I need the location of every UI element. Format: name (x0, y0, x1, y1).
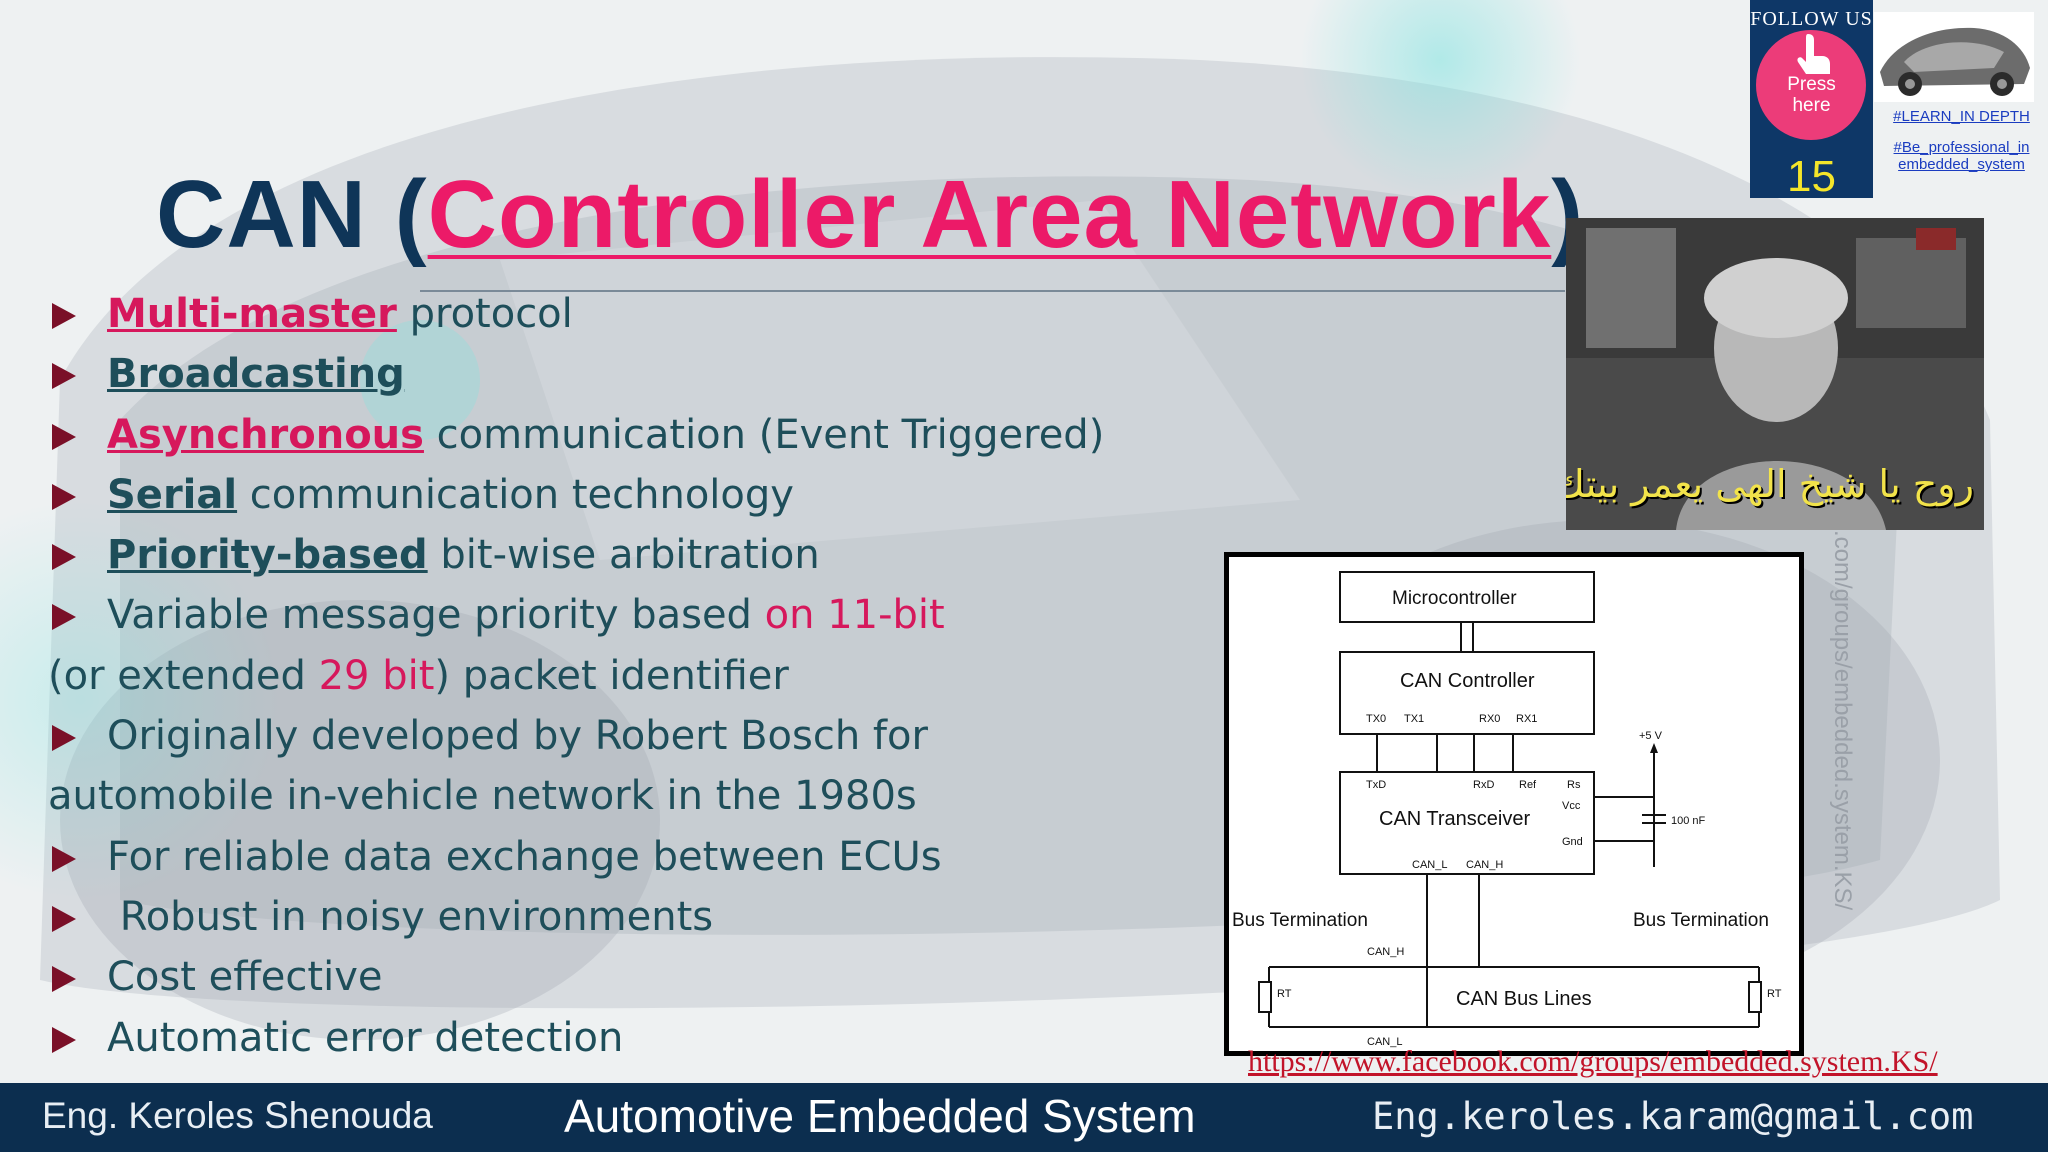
microcontroller-label: Microcontroller (1392, 588, 1517, 609)
can-h-line-label: CAN_H (1367, 946, 1404, 958)
bullet-keyword: Broadcasting (107, 351, 405, 398)
can-controller-label: CAN Controller (1400, 670, 1535, 692)
video-frame-image (1566, 218, 1984, 530)
bullet-text: communication technology (237, 471, 794, 518)
can-bus-lines-label: CAN Bus Lines (1456, 988, 1592, 1010)
bullet-keyword: Serial (107, 471, 238, 518)
bullet-text: bit-wise arbitration (427, 532, 820, 579)
bullet-list: Multi-master protocol Broadcasting Async… (48, 284, 1208, 1068)
bullet-keyword: Asynchronous (107, 411, 424, 458)
vcc-label: Vcc (1562, 800, 1581, 812)
tag-link[interactable]: #Be_professional_in (1893, 139, 2030, 156)
bullet-arrow-icon (52, 905, 76, 932)
video-thumbnail[interactable]: روح يا شيخ الهى يعمر بيتك (1566, 218, 1984, 530)
title-highlight: Controller Area Network (427, 161, 1552, 268)
bullet-text: automobile in-vehicle network in the 198… (48, 773, 917, 820)
hashtag-links: #LEARN_IN DEPTH #Be_professional_in embe… (1875, 108, 2048, 173)
can-controller-box (1339, 651, 1595, 735)
slide-number: 15 (1787, 152, 1836, 201)
video-caption: روح يا شيخ الهى يعمر بيتك (1566, 462, 1974, 506)
can-block-diagram: Microcontroller CAN Controller TX0 TX1 R… (1224, 552, 1804, 1056)
bullet-item: Priority-based bit-wise arbitration (48, 525, 1208, 585)
press-label: Press (1787, 74, 1836, 95)
footer-email[interactable]: Eng.keroles.karam@gmail.com (1372, 1095, 1974, 1138)
bullet-continuation: automobile in-vehicle network in the 198… (48, 766, 1208, 826)
bullet-item: Multi-master protocol (48, 284, 1208, 344)
here-label: here (1792, 95, 1831, 116)
bullet-text: Automatic error detection (107, 1014, 624, 1061)
bullet-text: Robust in noisy environments (107, 893, 714, 940)
slide-title: CAN (Controller Area Network) (156, 160, 1584, 270)
ref-label: Ref (1519, 779, 1537, 791)
bullet-text: For reliable data exchange between ECUs (107, 833, 942, 880)
bullet-arrow-icon (52, 363, 76, 390)
rx1-label: RX1 (1516, 713, 1537, 725)
bullet-arrow-icon (52, 966, 76, 993)
bullet-highlight: on 11-bit (764, 592, 945, 639)
bullet-item: Automatic error detection (48, 1008, 1208, 1068)
gnd-label: Gnd (1562, 836, 1583, 848)
rt-right-label: RT (1767, 988, 1782, 1000)
footer-author: Eng. Keroles Shenouda (42, 1095, 433, 1136)
can-transceiver-box (1339, 771, 1595, 875)
hand-pointer-icon (1797, 34, 1830, 74)
bus-termination-left-label: Bus Termination (1232, 910, 1368, 931)
can-transceiver-label: CAN Transceiver (1379, 808, 1530, 830)
bullet-text: Variable message priority based (107, 592, 765, 639)
bullet-keyword: Multi-master (107, 291, 397, 337)
bullet-text: ) packet identifier (434, 652, 789, 699)
tag-link[interactable]: embedded_system (1898, 156, 2025, 173)
bus-termination-right-label: Bus Termination (1633, 910, 1769, 931)
bullet-text: (or extended (48, 652, 319, 699)
can-l-pin-label: CAN_L (1412, 859, 1447, 871)
bullet-arrow-icon (52, 544, 76, 571)
car-engine-image (1874, 12, 2034, 102)
can-l-line-label: CAN_L (1367, 1036, 1402, 1048)
bullet-arrow-icon (52, 423, 76, 450)
bullet-keyword: Priority-based (107, 532, 428, 579)
bullet-arrow-icon (52, 1026, 76, 1053)
tag-link[interactable]: #LEARN_IN DEPTH (1893, 108, 2030, 125)
capacitor-label: 100 nF (1671, 815, 1706, 827)
bullet-arrow-icon (52, 604, 76, 631)
bullet-text: communication (Event Triggered) (423, 411, 1105, 458)
tx1-label: TX1 (1404, 713, 1424, 725)
bullet-text: Originally developed by Robert Bosch for (107, 713, 928, 760)
bullet-arrow-icon (52, 303, 76, 329)
follow-label: FOLLOW US (1750, 8, 1873, 30)
footer-course: Automotive Embedded System (564, 1090, 1196, 1142)
can-h-pin-label: CAN_H (1466, 859, 1503, 871)
facebook-group-link[interactable]: https://www.facebook.com/groups/embedded… (1248, 1045, 1938, 1078)
rx0-label: RX0 (1479, 713, 1500, 725)
bullet-arrow-icon (52, 483, 76, 510)
bullet-text: protocol (396, 291, 573, 337)
bullet-item: For reliable data exchange between ECUs (48, 827, 1208, 887)
footer-bar: Eng. Keroles Shenouda Automotive Embedde… (0, 1083, 2048, 1152)
rt-left-label: RT (1277, 988, 1292, 1000)
bullet-arrow-icon (52, 725, 76, 752)
bullet-item: Cost effective (48, 947, 1208, 1007)
bullet-item: Robust in noisy environments (48, 887, 1208, 947)
tx0-label: TX0 (1366, 713, 1386, 725)
bullet-item: Broadcasting (48, 344, 1208, 404)
txd-label: TxD (1366, 779, 1386, 791)
plus5v-label: +5 V (1639, 730, 1663, 742)
bullet-continuation: (or extended 29 bit) packet identifier (48, 646, 1208, 706)
group-watermark: .com/groups/embedded.system.KS/ (1829, 530, 1856, 911)
microcontroller-box (1339, 571, 1595, 623)
bullet-item: Variable message priority based on 11-bi… (48, 585, 1208, 645)
bullet-highlight: 29 bit (318, 652, 435, 699)
bullet-item: Serial communication technology (48, 465, 1208, 525)
title-divider (420, 290, 1565, 292)
diagram-canvas: Microcontroller CAN Controller TX0 TX1 R… (1232, 571, 1782, 1048)
bullet-item: Asynchronous communication (Event Trigge… (48, 405, 1208, 465)
rxd-label: RxD (1473, 779, 1494, 791)
title-prefix: CAN ( (156, 161, 428, 268)
rs-label: Rs (1567, 779, 1581, 791)
bullet-item: Originally developed by Robert Bosch for (48, 706, 1208, 766)
bullet-arrow-icon (52, 845, 76, 872)
bullet-text: Cost effective (107, 954, 383, 1001)
